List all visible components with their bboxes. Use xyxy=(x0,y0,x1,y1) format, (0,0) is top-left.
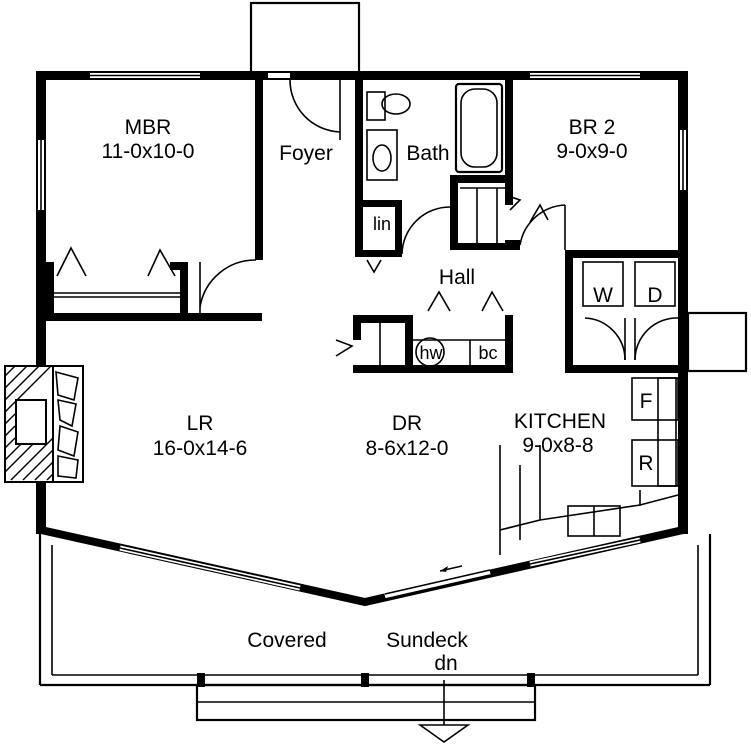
lin-label: lin xyxy=(373,214,391,234)
bath-label: Bath xyxy=(406,142,449,165)
entry-porch xyxy=(249,1,361,77)
dryer-label: D xyxy=(647,284,662,307)
window-right xyxy=(680,130,686,190)
dr-label: DR xyxy=(392,412,422,435)
windows-angled xyxy=(119,537,641,591)
fireplace xyxy=(4,365,84,483)
window-left xyxy=(38,140,44,210)
range-label: R xyxy=(638,452,653,475)
interior-walls xyxy=(289,75,688,373)
hw-label: hw xyxy=(419,343,443,363)
lr-label: LR xyxy=(187,412,214,435)
br2-size: 9-0x9-0 xyxy=(556,140,627,163)
washer-label: W xyxy=(593,284,613,307)
utility-box xyxy=(686,311,748,373)
deck-word-sundeck: Sundeck xyxy=(386,629,468,652)
bc-label: bc xyxy=(478,343,497,363)
dr-size: 8-6x12-0 xyxy=(366,437,449,460)
hall-label: Hall xyxy=(439,266,475,289)
sundeck xyxy=(38,534,712,743)
foyer-label: Foyer xyxy=(279,142,333,165)
mbr-walls xyxy=(42,75,263,321)
kitchen-fixtures xyxy=(499,377,679,555)
fridge-label: F xyxy=(640,390,653,413)
deck-word-covered: Covered xyxy=(247,629,326,652)
mbr-label: MBR xyxy=(125,116,172,139)
br2-label: BR 2 xyxy=(569,116,616,139)
kitchen-size: 9-0x8-8 xyxy=(522,434,593,457)
mbr-size: 11-0x10-0 xyxy=(101,140,194,163)
stair-dn-label: dn xyxy=(434,652,457,675)
windows-top xyxy=(90,73,640,78)
kitchen-label: KITCHEN xyxy=(514,410,606,433)
sliding-door xyxy=(384,565,491,600)
lr-size: 16-0x14-6 xyxy=(153,437,248,460)
